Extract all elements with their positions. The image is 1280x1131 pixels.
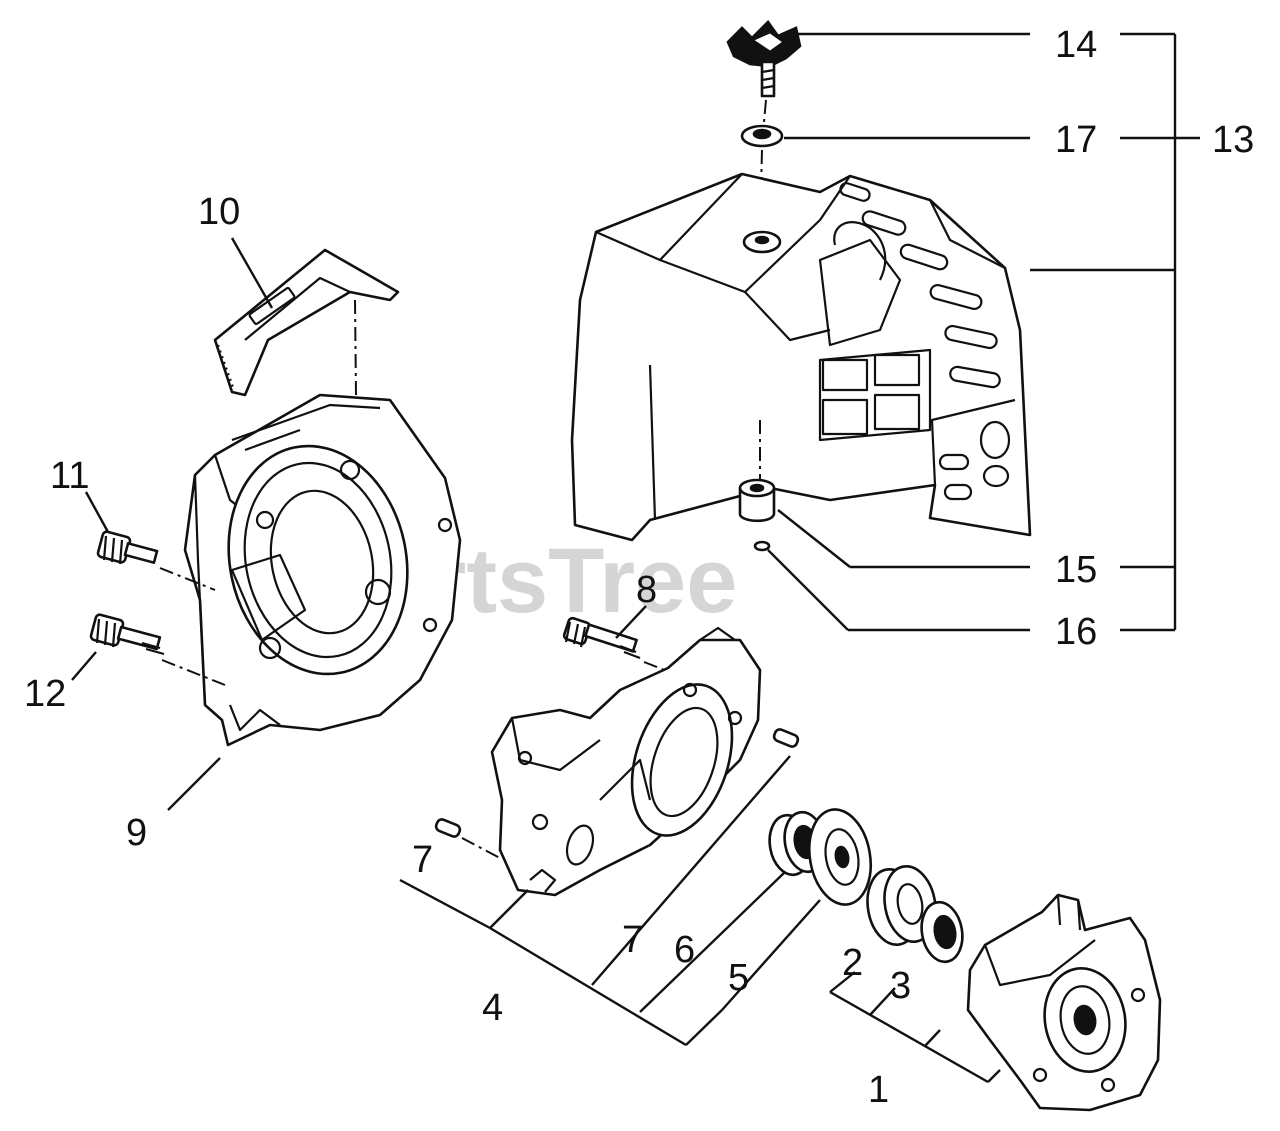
callout-7-left: 7 bbox=[412, 839, 433, 881]
part-1-crankcase bbox=[966, 893, 1162, 1112]
callout-4: 4 bbox=[482, 987, 503, 1029]
callout-12: 12 bbox=[24, 673, 66, 715]
callout-1: 1 bbox=[868, 1069, 889, 1111]
callout-labels: 14 17 13 15 16 10 11 12 9 8 7 7 6 5 4 2 … bbox=[24, 24, 1254, 1111]
part-4-crankcase bbox=[490, 626, 762, 897]
part-7-dowel-pin-left bbox=[434, 818, 462, 838]
callout-15: 15 bbox=[1055, 549, 1097, 591]
callout-10: 10 bbox=[198, 191, 240, 233]
callout-13: 13 bbox=[1212, 119, 1254, 161]
part-17-washer bbox=[740, 124, 784, 148]
part-10-pad bbox=[213, 248, 400, 397]
callout-6: 6 bbox=[674, 929, 695, 971]
callout-8: 8 bbox=[636, 569, 657, 611]
callout-2: 2 bbox=[842, 942, 863, 984]
callout-17: 17 bbox=[1055, 119, 1097, 161]
leader-lines bbox=[71, 32, 1200, 1084]
callout-7-right: 7 bbox=[622, 919, 643, 961]
part-16-ring bbox=[753, 540, 771, 552]
callout-14: 14 bbox=[1055, 24, 1097, 66]
part-11-screw bbox=[96, 530, 159, 565]
part-14-knob bbox=[726, 19, 802, 98]
part-3-seal bbox=[920, 900, 964, 964]
part-7-dowel-pin-right bbox=[772, 728, 800, 748]
part-15-grommet bbox=[738, 478, 776, 523]
part-9-housing bbox=[183, 393, 462, 747]
callout-16: 16 bbox=[1055, 611, 1097, 653]
part-5-seal bbox=[808, 808, 872, 906]
callout-11: 11 bbox=[50, 455, 89, 497]
part-8-bolt bbox=[562, 616, 641, 660]
callout-5: 5 bbox=[728, 957, 749, 999]
part-13-cover bbox=[570, 172, 1032, 542]
callout-3: 3 bbox=[890, 965, 911, 1007]
callout-9: 9 bbox=[126, 812, 147, 854]
part-12-screw bbox=[89, 613, 165, 656]
